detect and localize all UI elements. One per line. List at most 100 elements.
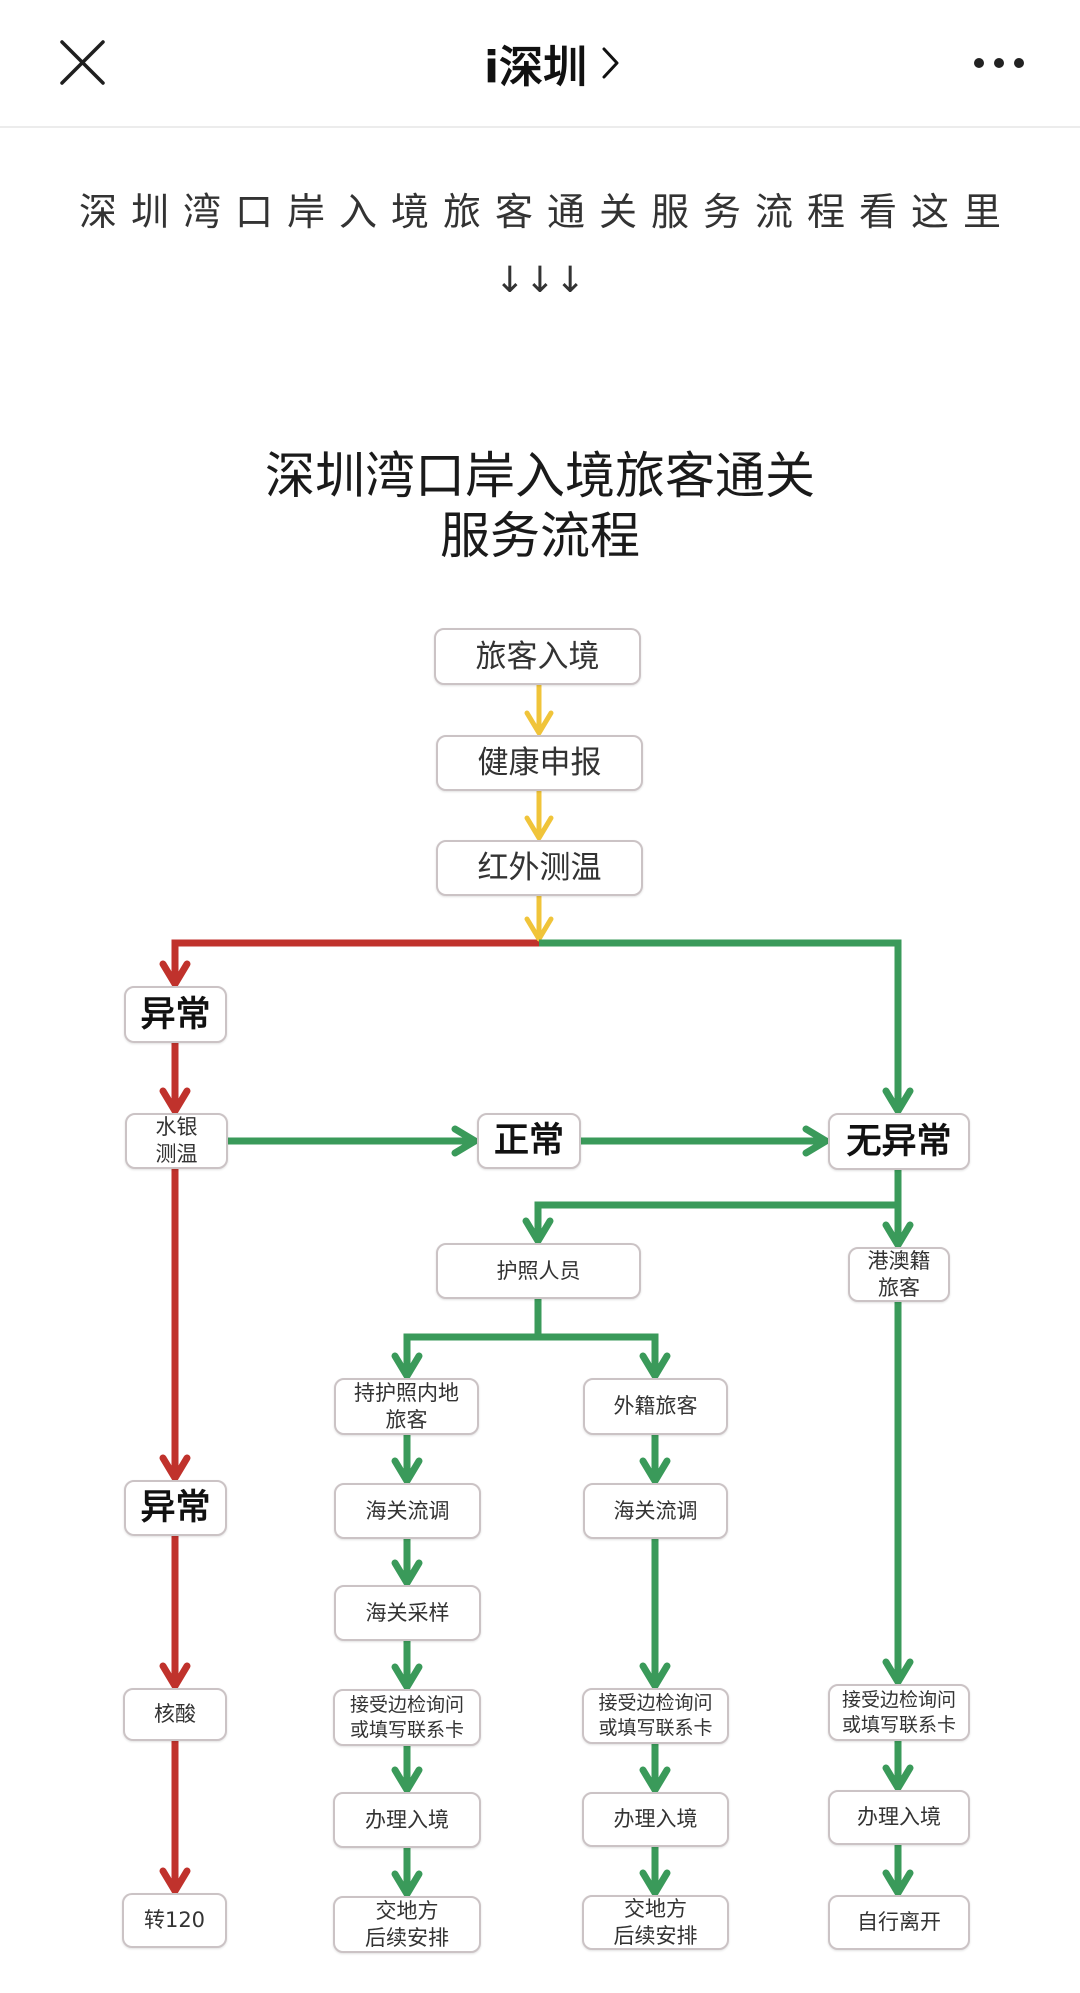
connector-line (403, 1299, 542, 1374)
arrowhead-icon (524, 815, 554, 841)
connector-border-inquiry-1-to-entry-1 (391, 1746, 423, 1794)
arrowhead-icon (391, 1457, 423, 1485)
arrowhead-icon (882, 1869, 914, 1897)
arrowhead-icon (639, 1352, 671, 1380)
node-label: 交地方 后续安排 (613, 1896, 698, 1948)
node-label: 护照人员 (496, 1258, 581, 1283)
node-label: 无异常 (846, 1121, 952, 1162)
node-abnormal-1: 异常 (124, 986, 227, 1043)
diagram-title-line-2: 服务流程 (440, 507, 640, 565)
node-transfer-120: 转120 (122, 1893, 227, 1948)
arrowhead-icon (524, 710, 554, 736)
article-intro-text: 深圳湾口岸入境旅客通关服务流程看这里 (78, 190, 1015, 234)
connector-passport-holders-to-foreign (538, 1333, 671, 1380)
connector-line (539, 939, 902, 1109)
connector-mercury-temp-to-normal (228, 1125, 479, 1157)
diagram-title-line-1: 深圳湾口岸入境旅客通关 (265, 447, 815, 505)
arrowhead-icon (882, 1221, 914, 1249)
connector-hk-macao-to-border-inquiry-3 (882, 1302, 914, 1686)
connector-border-inquiry-3-to-entry-3 (882, 1741, 914, 1792)
account-title-link[interactable]: i深圳 (484, 30, 621, 96)
account-title: i深圳 (484, 42, 588, 93)
down-arrows-icon: ↓↓↓ (494, 260, 586, 301)
arrowhead-icon (159, 960, 191, 988)
node-passport-holders: 护照人员 (436, 1243, 641, 1299)
node-label: 持护照内地 旅客 (354, 1380, 459, 1432)
connector-line (538, 1333, 659, 1374)
arrowhead-icon (522, 1217, 554, 1245)
connector-line (534, 1201, 901, 1239)
connector-line (171, 939, 539, 982)
node-health-declaration: 健康申报 (436, 735, 643, 791)
connector-abnormal-2-to-nucleic-acid (159, 1536, 191, 1690)
node-label: 水银 测温 (155, 1115, 198, 1166)
node-label: 办理入境 (857, 1805, 941, 1829)
node-label: 港澳籍 旅客 (867, 1248, 931, 1300)
node-label: 旅客入境 (475, 638, 600, 675)
node-local-arrangement-1: 交地方 后续安排 (333, 1896, 481, 1953)
more-button[interactable] (962, 48, 1034, 78)
connector-infrared-temp-to-abnormal-1-stub (524, 896, 554, 942)
node-border-inquiry-1: 接受边检询问 或填写联系卡 (333, 1689, 481, 1746)
close-button[interactable] (52, 32, 114, 94)
connector-foreign-to-customs-survey-2 (639, 1435, 671, 1485)
connector-customs-survey-1-to-customs-sampling (391, 1539, 423, 1587)
node-hk-macao: 港澳籍 旅客 (848, 1247, 950, 1302)
node-label: 自行离开 (857, 1910, 941, 1934)
arrowhead-icon (882, 1087, 914, 1115)
arrowhead-icon (882, 1764, 914, 1792)
arrowhead-icon (391, 1559, 423, 1587)
node-customs-survey-2: 海关流调 (583, 1483, 728, 1539)
connector-normal-to-no-abnormality (581, 1125, 830, 1157)
connector-mercury-temp-to-abnormal-2 (159, 1169, 191, 1482)
node-abnormal-2: 异常 (124, 1480, 227, 1536)
connector-abnormal-1-to-mercury-temp (159, 1043, 191, 1115)
connector-nucleic-acid-to-transfer-120 (159, 1741, 191, 1895)
arrowhead-icon (159, 1662, 191, 1690)
node-label: 海关流调 (365, 1498, 450, 1523)
connector-no-abnormality-to-hk-macao (882, 1170, 914, 1249)
connector-infrared-temp-to-no-abnormality (539, 939, 914, 1115)
node-label: 海关采样 (365, 1600, 450, 1625)
node-label: 海关流调 (613, 1498, 698, 1523)
arrowhead-icon (451, 1125, 479, 1157)
node-travelers-entry: 旅客入境 (434, 628, 641, 685)
node-label: 交地方 后续安排 (365, 1898, 449, 1950)
node-customs-sampling: 海关采样 (334, 1585, 481, 1641)
node-label: 接受边检询问 或填写联系卡 (598, 1692, 713, 1739)
node-customs-survey-1: 海关流调 (334, 1483, 481, 1539)
arrowhead-icon (524, 916, 554, 942)
chevron-right-icon (602, 47, 619, 79)
arrowhead-icon (882, 1658, 914, 1686)
node-label: 红外测温 (477, 850, 602, 886)
connector-entry-3-to-leave (882, 1845, 914, 1897)
node-entry-3: 办理入境 (828, 1790, 970, 1845)
node-no-abnormality: 无异常 (828, 1113, 970, 1170)
connector-travelers-entry-to-health-declaration (524, 685, 554, 736)
arrowhead-icon (159, 1454, 191, 1482)
node-entry-2: 办理入境 (582, 1792, 729, 1847)
connector-infrared-temp-to-abnormal-1 (159, 939, 539, 988)
arrowhead-icon (802, 1125, 830, 1157)
connector-border-inquiry-2-to-entry-2 (639, 1744, 671, 1794)
arrowhead-icon (639, 1766, 671, 1794)
node-label: 办理入境 (365, 1807, 449, 1832)
arrowhead-icon (639, 1869, 671, 1897)
node-label: 异常 (140, 1488, 211, 1528)
node-label: 正常 (493, 1121, 564, 1161)
close-icon (60, 40, 105, 85)
node-local-arrangement-2: 交地方 后续安排 (582, 1895, 729, 1950)
node-label: 外籍旅客 (613, 1394, 698, 1418)
node-leave: 自行离开 (828, 1895, 970, 1950)
node-label: 异常 (140, 994, 211, 1035)
node-infrared-temp: 红外测温 (436, 840, 643, 896)
more-dots-icon (974, 58, 1024, 68)
arrowhead-icon (639, 1662, 671, 1690)
connector-customs-sampling-to-border-inquiry-1 (391, 1641, 423, 1691)
arrowhead-icon (159, 1087, 191, 1115)
node-label: 核酸 (154, 1702, 196, 1726)
arrowhead-icon (639, 1457, 671, 1485)
connector-health-declaration-to-infrared-temp (524, 791, 554, 841)
arrowhead-icon (391, 1663, 423, 1691)
